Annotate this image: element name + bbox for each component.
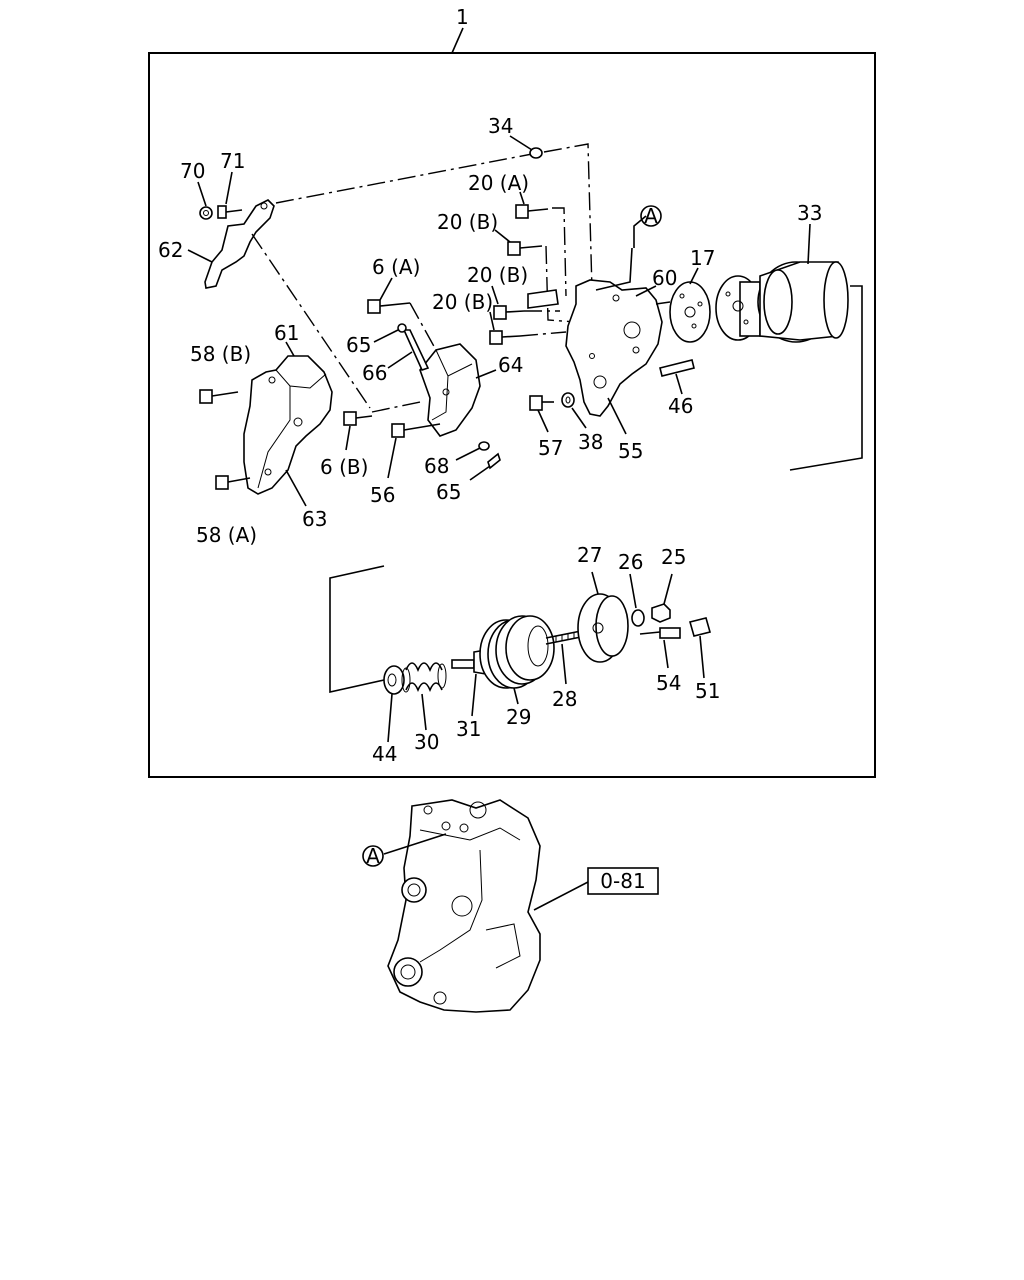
svg-text:A: A — [644, 204, 658, 228]
nut-70 — [199, 206, 213, 220]
washer-34 — [529, 147, 543, 159]
pin-66 — [402, 329, 430, 371]
dowel-pin-46 — [659, 359, 695, 377]
callout-20b-1: 20 (B) — [437, 210, 498, 234]
callout-44: 44 — [372, 742, 397, 766]
callout-70: 70 — [180, 159, 205, 183]
callout-65-bottom: 65 — [436, 480, 461, 504]
cap-51 — [689, 617, 711, 637]
bolt-57 — [529, 395, 554, 411]
fitting-54 — [639, 627, 681, 639]
callout-26: 26 — [618, 550, 643, 574]
callout-71: 71 — [220, 149, 245, 173]
pulley-29 — [479, 615, 555, 689]
callout-63: 63 — [302, 507, 327, 531]
spring-30 — [401, 662, 447, 693]
washer-38 — [561, 392, 575, 408]
callout-68: 68 — [424, 454, 449, 478]
callout-60: 60 — [652, 266, 677, 290]
callout-17: 17 — [690, 246, 715, 270]
callout-28: 28 — [552, 687, 577, 711]
bolt-56 — [391, 423, 441, 438]
nut-25 — [651, 603, 671, 623]
bolt-20b-2 — [493, 305, 525, 320]
bolt-6a — [367, 299, 411, 314]
callout-30: 30 — [414, 730, 439, 754]
engine-housing — [387, 799, 541, 1013]
assembly-frame — [148, 52, 876, 778]
bolt-58a — [215, 475, 251, 490]
reference-tag-box: 0-81 — [587, 867, 659, 895]
washer-68 — [478, 441, 490, 451]
assembly-label: 1 — [456, 5, 469, 29]
callout-57: 57 — [538, 436, 563, 460]
view-marker-a-bottom: A — [362, 844, 384, 868]
callout-20b-3: 20 (B) — [432, 290, 493, 314]
callout-6b: 6 (B) — [320, 455, 368, 479]
bracket-62 — [204, 199, 275, 289]
plate-17 — [669, 281, 711, 343]
bolt-71 — [217, 205, 243, 219]
callout-33: 33 — [797, 201, 822, 225]
callout-27: 27 — [577, 543, 602, 567]
bracket-64 — [419, 343, 481, 437]
washer-44 — [383, 665, 405, 695]
bracket-60 — [527, 279, 663, 417]
callout-51: 51 — [695, 679, 720, 703]
bolt-20b-3 — [489, 330, 521, 345]
bolt-20a — [515, 204, 549, 219]
callout-31: 31 — [456, 717, 481, 741]
callout-66: 66 — [362, 361, 387, 385]
callout-20a: 20 (A) — [468, 171, 529, 195]
callout-34: 34 — [488, 114, 513, 138]
callout-38: 38 — [578, 430, 603, 454]
callout-6a: 6 (A) — [372, 255, 420, 279]
cover-61-63 — [243, 355, 333, 495]
callout-20b-2: 20 (B) — [467, 263, 528, 287]
callout-55: 55 — [618, 439, 643, 463]
bolt-20b-1 — [507, 241, 543, 256]
callout-61: 61 — [274, 321, 299, 345]
callout-65-top: 65 — [346, 333, 371, 357]
callout-46: 46 — [668, 394, 693, 418]
callout-54: 54 — [656, 671, 681, 695]
callout-25: 25 — [661, 545, 686, 569]
washer-26 — [631, 609, 645, 627]
bolt-6b — [343, 411, 373, 426]
callout-58a: 58 (A) — [196, 523, 257, 547]
bolt-58b — [199, 389, 239, 404]
callout-58b: 58 (B) — [190, 342, 251, 366]
svg-text:0-81: 0-81 — [600, 869, 645, 893]
callout-62: 62 — [158, 238, 183, 262]
callout-29: 29 — [506, 705, 531, 729]
svg-text:A: A — [366, 844, 380, 868]
view-marker-a: A — [640, 204, 662, 228]
pump-33 — [715, 261, 849, 343]
callout-64: 64 — [498, 353, 523, 377]
callout-56: 56 — [370, 483, 395, 507]
clip-65-top — [397, 323, 407, 333]
disc-27 — [577, 593, 629, 663]
